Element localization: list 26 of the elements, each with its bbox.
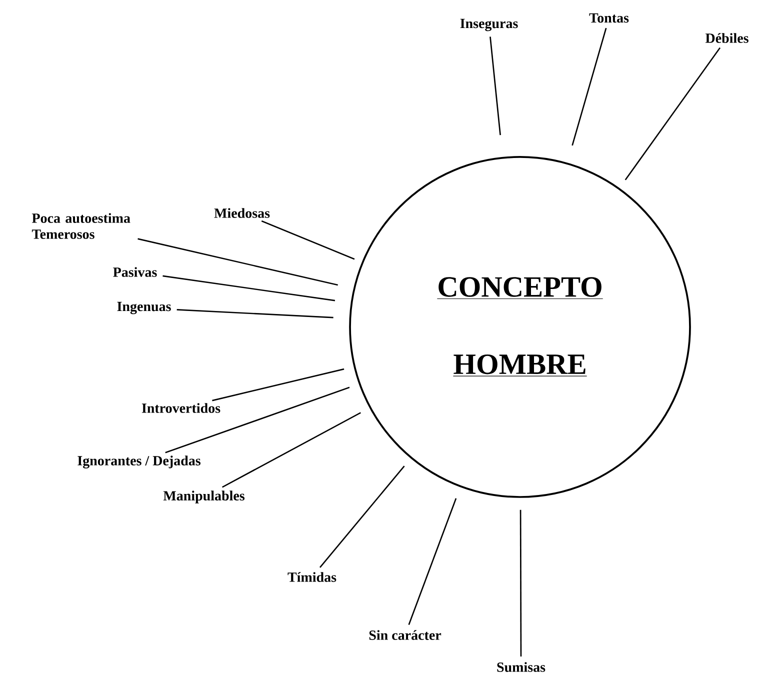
trait-label: Inseguras [460,18,518,32]
connector-line [572,28,607,146]
trait-label: Ingenuas [117,302,171,314]
trait-label: Tímidas [288,572,336,582]
connector-line [261,220,355,260]
connector-line [165,386,350,454]
connector-line [319,466,405,568]
trait-label: Sumisas [497,662,546,672]
trait-label: Ignorantes / Dejadas [78,456,200,468]
connector-line [162,275,336,302]
trait-label: Poca autoestima Temerosos [32,213,130,239]
connector-line [490,36,501,136]
connector-line [520,510,522,656]
trait-label: Miedosas [214,208,270,218]
connector-line [176,308,334,318]
connector-line [624,47,721,180]
trait-label: Pasivas [113,267,157,277]
trait-label: Tontas [589,13,629,23]
trait-label: Sin carácter [369,630,442,640]
connector-line [138,238,338,286]
trait-label: Débiles [705,33,748,43]
connector-line [408,498,457,625]
connector-line [222,412,361,488]
connector-line [212,368,344,402]
trait-label: Introvertidos [142,403,220,413]
trait-label: Manipulables [163,490,244,504]
